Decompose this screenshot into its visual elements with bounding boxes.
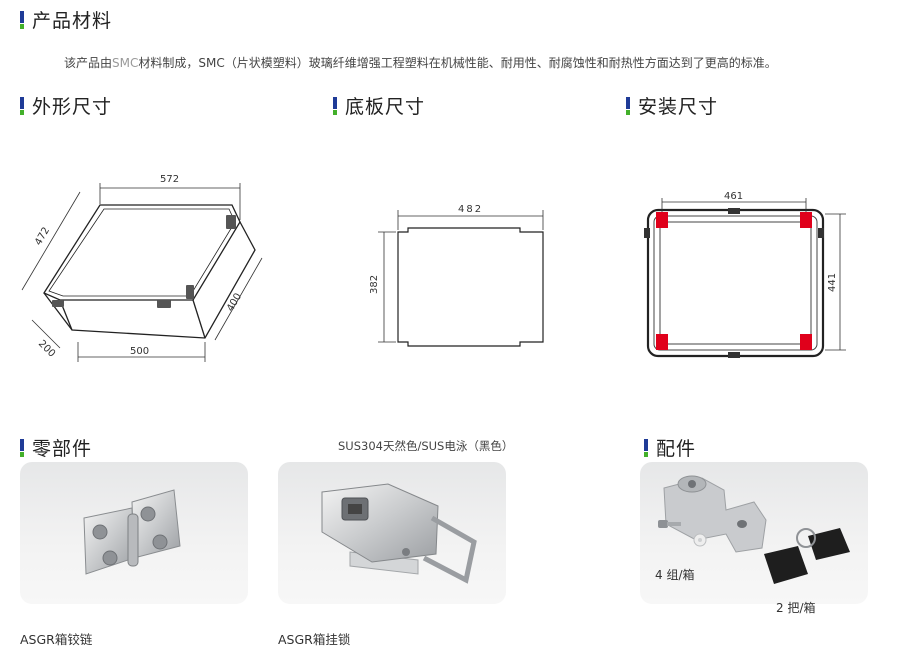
outline-dim-top: 572 (160, 174, 179, 185)
bottom-section-title: 底板尺寸 (333, 92, 425, 119)
parts-title: 零部件 (32, 438, 93, 460)
lock-image (321, 483, 477, 584)
outline-dim-left: 472 (33, 225, 52, 247)
mount-section-title: 安装尺寸 (626, 92, 718, 119)
title-marker-icon (20, 96, 24, 115)
bottom-title: 底板尺寸 (345, 96, 426, 118)
title-marker-icon (333, 96, 337, 115)
parts-section-title: 零部件 (20, 434, 92, 461)
accessories-section-title: 配件 (644, 434, 696, 461)
outline-title: 外形尺寸 (32, 96, 113, 118)
desc-part1: 该产品由 (64, 56, 113, 70)
accessories-title: 配件 (656, 438, 697, 460)
desc-part3: 材料制成，SMC（片状模塑料）玻璃纤维增强工程塑料在机械性能、耐用性、耐腐蚀性和… (138, 56, 777, 70)
hinge-image (83, 489, 181, 575)
outline-dim-depth: 200 (36, 338, 57, 359)
key-icon (764, 528, 850, 584)
bottom-dim-width: 482 (458, 204, 483, 215)
title-marker-icon (626, 96, 630, 115)
bottom-dim-height: 382 (369, 275, 380, 294)
outline-section-title: 外形尺寸 (20, 92, 112, 119)
mount-dim-height: 441 (827, 273, 838, 292)
mount-dim-width: 461 (724, 191, 743, 202)
title-marker-icon (20, 438, 24, 457)
parts-material-note: SUS304天然色/SUS电泳（黑色） (338, 439, 514, 453)
screw-icon (658, 520, 707, 547)
material-title: 产品材料 (32, 10, 113, 32)
hinge-caption: ASGR箱铰链 (20, 632, 93, 647)
accessories-card (640, 462, 868, 604)
title-marker-icon (644, 438, 648, 457)
key-quantity: 2 把/箱 (776, 601, 816, 615)
outline-dim-right: 400 (225, 291, 244, 313)
material-section-title: 产品材料 (20, 6, 112, 33)
lock-caption: ASGR箱挂锁 (278, 632, 351, 647)
outline-dim-bottom: 500 (130, 346, 149, 357)
accessories-image (658, 475, 850, 584)
lock-card (278, 462, 506, 604)
title-marker-icon (20, 10, 24, 29)
mount-title: 安装尺寸 (638, 96, 719, 118)
hinge-card (20, 462, 248, 604)
material-description: 该产品由SMC材料制成，SMC（片状模塑料）玻璃纤维增强工程塑料在机械性能、耐用… (64, 54, 777, 71)
bracket-quantity: 4 组/箱 (655, 568, 695, 582)
desc-part2: SMC (112, 56, 139, 70)
